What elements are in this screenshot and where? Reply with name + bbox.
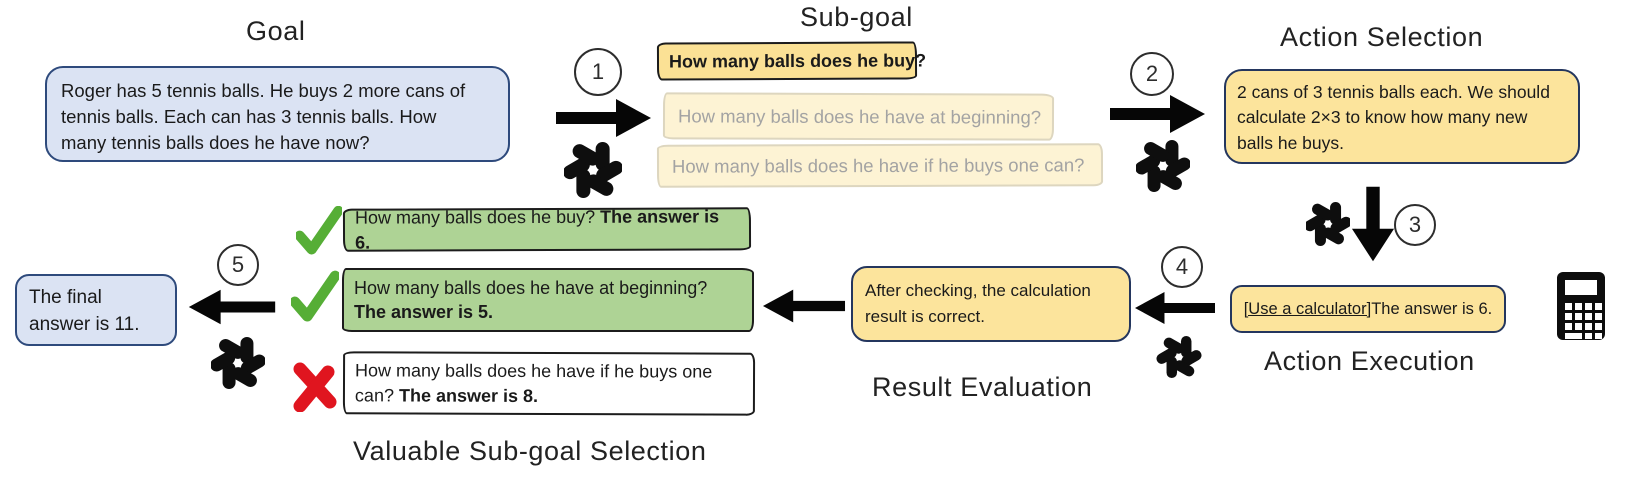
- calculator-icon: [1556, 270, 1606, 342]
- use-calculator-action: [Use a calculator]: [1243, 299, 1372, 318]
- llm-gpt-icon: [1156, 336, 1202, 378]
- llm-gpt-icon: [1306, 200, 1350, 248]
- subgoal-question: How many balls does he have if he buys o…: [354, 360, 713, 406]
- result-evaluation-title: Result Evaluation: [872, 372, 1093, 402]
- step-2-badge: 2: [1130, 52, 1174, 96]
- subgoal-answer: The answer is 8.: [398, 384, 539, 406]
- step-1-badge: 1: [574, 48, 622, 96]
- action-execution-title: Action Execution: [1264, 346, 1475, 376]
- action-execution-box: [Use a calculator] The answer is 6.: [1230, 285, 1506, 333]
- subgoal-selected-box: How many balls does he buy?: [656, 41, 926, 81]
- step-4-badge: 4: [1161, 246, 1203, 288]
- arrow-right-2: [1110, 92, 1205, 136]
- llm-gpt-icon: [564, 142, 622, 198]
- check-icon: [296, 206, 342, 258]
- arrow-right-1: [556, 96, 651, 140]
- step-5-badge: 5: [217, 244, 259, 286]
- valuable-subgoal-selection-title: Valuable Sub-goal Selection: [353, 436, 707, 466]
- execution-result: The answer is 6.: [1371, 299, 1493, 318]
- llm-gpt-icon: [1136, 140, 1190, 192]
- arrow-down-3: [1351, 186, 1395, 262]
- selected-subgoal-result: How many balls does he have at beginning…: [342, 268, 754, 332]
- action-selection-title: Action Selection: [1280, 22, 1484, 52]
- cross-icon: [292, 356, 338, 412]
- goal-title: Goal: [246, 16, 306, 46]
- arrow-left-5: [184, 287, 280, 327]
- result-evaluation-box: After checking, the calculation result i…: [851, 266, 1131, 342]
- subgoal-question: How many balls does he buy? The answer i…: [354, 206, 720, 253]
- arrow-left-evaluation: [762, 287, 846, 325]
- subgoal-candidate-box: How many balls does he have if he buys o…: [656, 143, 1104, 188]
- subgoal-candidate-box: How many balls does he have at beginning…: [662, 92, 1055, 141]
- llm-gpt-icon: [211, 337, 265, 389]
- rejected-subgoal-result: How many balls does he have if he buys o…: [342, 351, 756, 416]
- subgoal-question: How many balls does he have at beginning…: [354, 277, 708, 322]
- final-answer-box: The final answer is 11.: [15, 274, 177, 346]
- step-3-badge: 3: [1394, 204, 1436, 246]
- arrow-left-4: [1135, 289, 1215, 327]
- action-selection-box: 2 cans of 3 tennis balls each. We should…: [1224, 69, 1580, 164]
- goal-box: Roger has 5 tennis balls. He buys 2 more…: [45, 66, 510, 162]
- check-icon: [291, 270, 339, 326]
- selected-subgoal-result: How many balls does he buy? The answer i…: [342, 207, 752, 252]
- subgoal-title: Sub-goal: [800, 2, 913, 32]
- subgoal-answer: The answer is 5.: [354, 302, 494, 322]
